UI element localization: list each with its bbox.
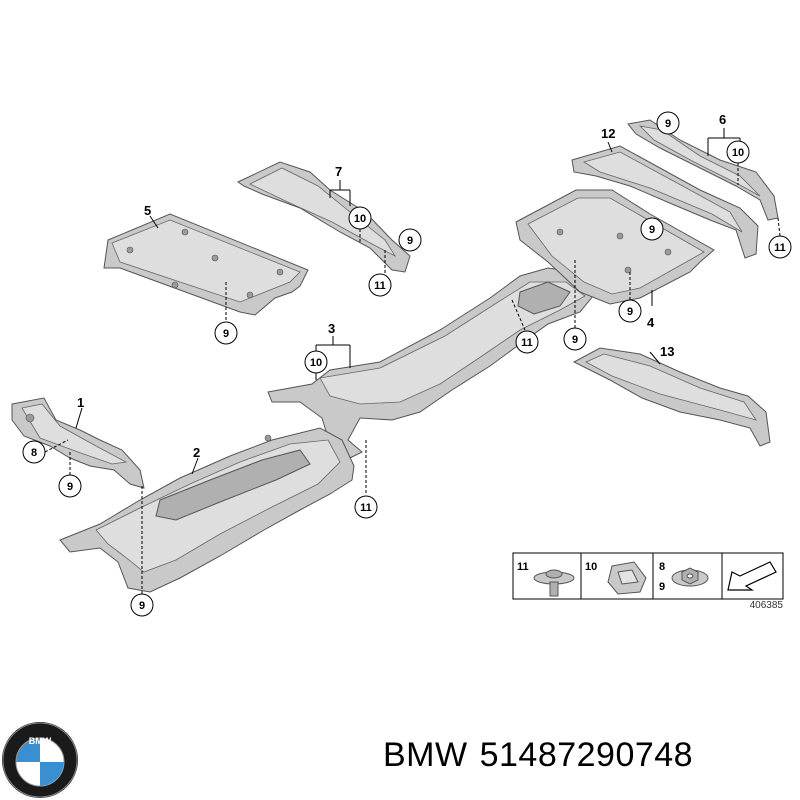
- callout-13: 13: [660, 344, 674, 359]
- callout-5: 5: [144, 203, 151, 218]
- svg-text:9: 9: [67, 481, 73, 493]
- svg-text:9: 9: [627, 306, 633, 318]
- heat-shield-part-13: [572, 347, 771, 447]
- svg-text:10: 10: [732, 147, 744, 159]
- heat-shield-part-5: [103, 213, 309, 316]
- legend-label-10: 10: [585, 561, 597, 573]
- svg-text:11: 11: [374, 280, 386, 292]
- flange-nut-icon: [671, 567, 709, 587]
- legend-label-11: 11: [517, 561, 529, 573]
- brand-name: BMW: [383, 736, 468, 774]
- arrow-icon: [727, 561, 777, 591]
- callout-2: 2: [193, 445, 200, 460]
- svg-text:9: 9: [649, 224, 655, 236]
- fastener-legend: 11 10 8 9 406385: [512, 552, 784, 611]
- svg-text:10: 10: [354, 213, 366, 225]
- svg-text:9: 9: [572, 334, 578, 346]
- bmw-logo: BMW: [2, 722, 78, 798]
- callout-3: 3: [328, 321, 335, 336]
- screw-icon: [533, 569, 575, 597]
- callout-8: 8: [31, 447, 37, 459]
- diagram-number: 406385: [750, 600, 784, 611]
- heat-shield-part-7: [236, 161, 411, 273]
- svg-text:BMW: BMW: [29, 736, 52, 746]
- callout-4: 4: [647, 315, 655, 330]
- callout-6: 6: [719, 112, 726, 127]
- svg-text:9: 9: [665, 118, 671, 130]
- heat-shield-part-3: [267, 267, 599, 459]
- svg-text:10: 10: [310, 357, 322, 369]
- svg-text:11: 11: [521, 337, 533, 349]
- callout-12: 12: [601, 126, 615, 141]
- footer-caption: BMW 51487290748: [383, 736, 705, 775]
- heat-shield-part-6: [627, 119, 779, 221]
- part-number: 51487290748: [479, 736, 694, 774]
- clip-nut-icon: [607, 561, 647, 595]
- heat-shield-part-2: [59, 427, 355, 593]
- svg-text:9: 9: [139, 600, 145, 612]
- legend-label-8: 8: [659, 561, 665, 573]
- svg-text:9: 9: [407, 235, 413, 247]
- callout-9: 9: [223, 328, 229, 340]
- svg-text:11: 11: [774, 242, 786, 254]
- callout-1: 1: [77, 395, 84, 410]
- callout-7: 7: [335, 164, 342, 179]
- svg-text:11: 11: [360, 502, 372, 514]
- legend-label-9: 9: [659, 581, 665, 593]
- heat-shield-part-4: [515, 189, 715, 305]
- heat-shield-part-12: [571, 145, 759, 259]
